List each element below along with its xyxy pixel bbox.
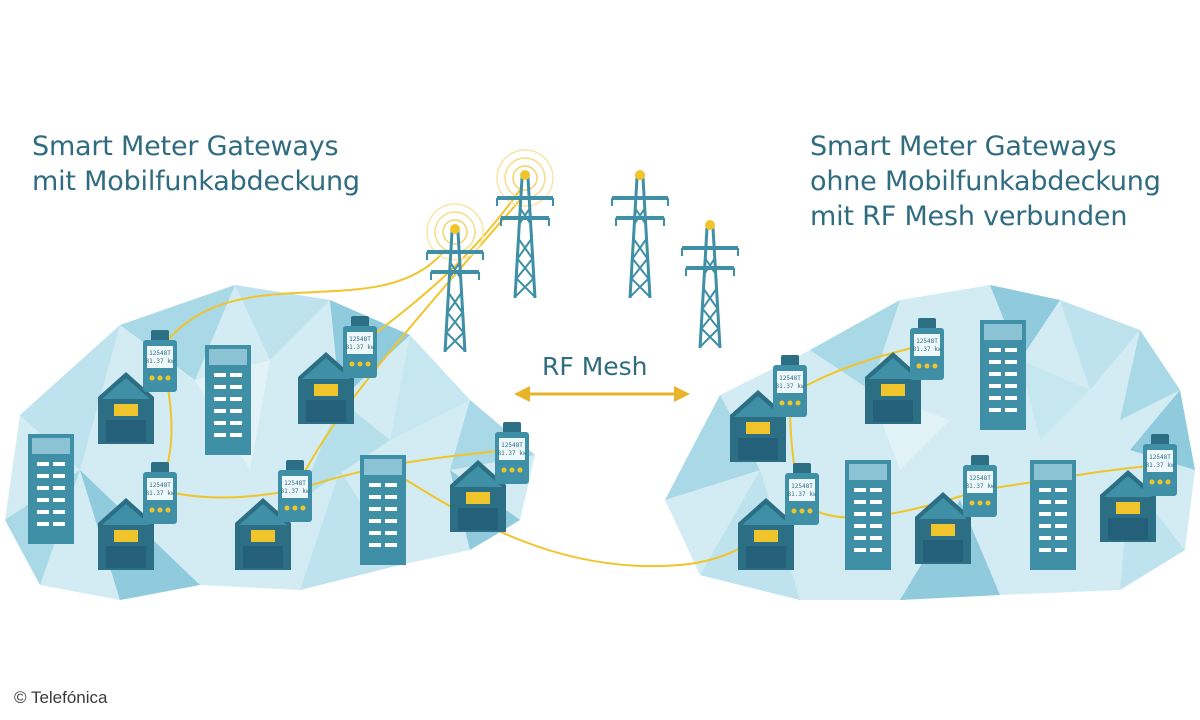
meter-reading-text: 12548T <box>969 475 991 482</box>
left-caption: Smart Meter Gateways mit Mobilfunkabdeck… <box>32 129 360 199</box>
rf-mesh-double-arrow <box>514 386 690 402</box>
meter-reading-text: 12548T <box>284 480 306 487</box>
meter-reading-text: 12548T <box>916 338 938 345</box>
pylon-icon <box>495 168 555 300</box>
meter-reading-text: 81.37 kw <box>346 344 375 351</box>
meter-reading-text: 81.37 kw <box>776 383 805 390</box>
building-tower-icon <box>205 345 251 455</box>
meter-reading-text: 81.37 kw <box>146 358 175 365</box>
building-tower-icon <box>980 320 1026 430</box>
meter-reading-text: 81.37 kw <box>966 483 995 490</box>
meter-reading-text: 12548T <box>779 375 801 382</box>
meter-reading-text: 81.37 kw <box>498 450 527 457</box>
meter-reading-text: 12548T <box>1149 454 1171 461</box>
meter-reading-text: 81.37 kw <box>146 490 175 497</box>
meter-reading-text: 81.37 kw <box>913 346 942 353</box>
right-caption-line: Smart Meter Gateways <box>810 131 1117 162</box>
left-caption-line: mit Mobilfunkabdeckung <box>32 166 360 197</box>
pylon-icon <box>610 168 670 300</box>
meter-reading-text: 81.37 kw <box>1146 462 1175 469</box>
building-tower-icon <box>1030 460 1076 570</box>
building-tower-icon <box>360 455 406 565</box>
building-tower-icon <box>28 434 74 544</box>
meter-reading-text: 81.37 kw <box>788 491 817 498</box>
right-caption: Smart Meter Gateways ohne Mobilfunkabdec… <box>810 129 1161 234</box>
building-tower-icon <box>845 460 891 570</box>
meter-reading-text: 12548T <box>149 350 171 357</box>
meter-reading-text: 12548T <box>501 442 523 449</box>
meter-reading-text: 12548T <box>791 483 813 490</box>
rf-mesh-label: RF Mesh <box>542 352 648 381</box>
meter-reading-text: 12548T <box>149 482 171 489</box>
right-caption-line: mit RF Mesh verbunden <box>810 201 1128 232</box>
pylon-icon <box>680 218 740 350</box>
right-caption-line: ohne Mobilfunkabdeckung <box>810 166 1161 197</box>
copyright-credit: © Telefónica <box>14 688 108 707</box>
left-caption-line: Smart Meter Gateways <box>32 131 339 162</box>
meter-reading-text: 81.37 kw <box>281 488 310 495</box>
meter-reading-text: 12548T <box>349 336 371 343</box>
pylon-icon <box>425 222 485 354</box>
